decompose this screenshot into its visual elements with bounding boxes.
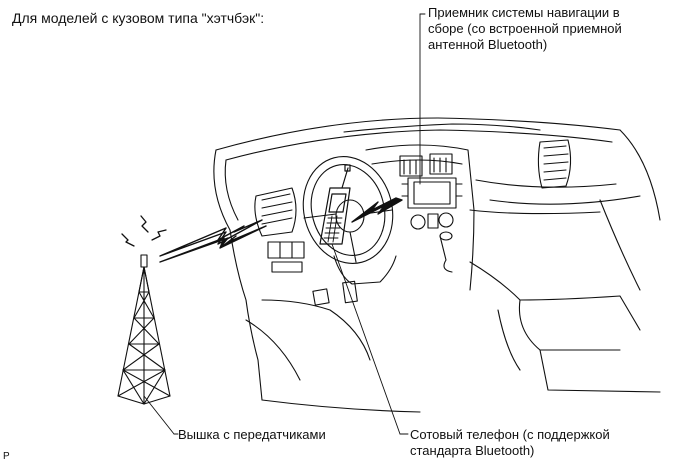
phone-label-line-1: Сотовый телефон (с поддержкой xyxy=(410,427,610,442)
diagram-title: Для моделей с кузовом типа "хэтчбэк": xyxy=(12,10,265,26)
car-dashboard xyxy=(213,117,661,413)
callout-leaders xyxy=(143,13,426,435)
nav-receiver-label: Приемник системы навигации в сборе (со в… xyxy=(428,5,622,53)
nav-receiver-label-line-3: антенной Bluetooth) xyxy=(428,37,548,52)
corner-mark: P xyxy=(3,451,10,462)
phone-label: Сотовый телефон (с поддержкой стандарта … xyxy=(410,427,610,459)
tower-label: Вышка с передатчиками xyxy=(178,427,326,442)
nav-receiver-label-line-1: Приемник системы навигации в xyxy=(428,5,620,20)
phone-label-line-2: стандарта Bluetooth) xyxy=(410,443,535,458)
signal-bolt-phone-to-nav xyxy=(351,197,403,223)
navigation-receiver xyxy=(401,177,463,209)
signal-bolt-tower-to-phone xyxy=(159,219,267,263)
nav-receiver-label-line-2: сборе (со встроенной приемной xyxy=(428,21,622,36)
transmitter-tower xyxy=(117,254,171,405)
cell-phone-icon xyxy=(319,164,351,245)
tower-signal-icon xyxy=(121,215,167,247)
